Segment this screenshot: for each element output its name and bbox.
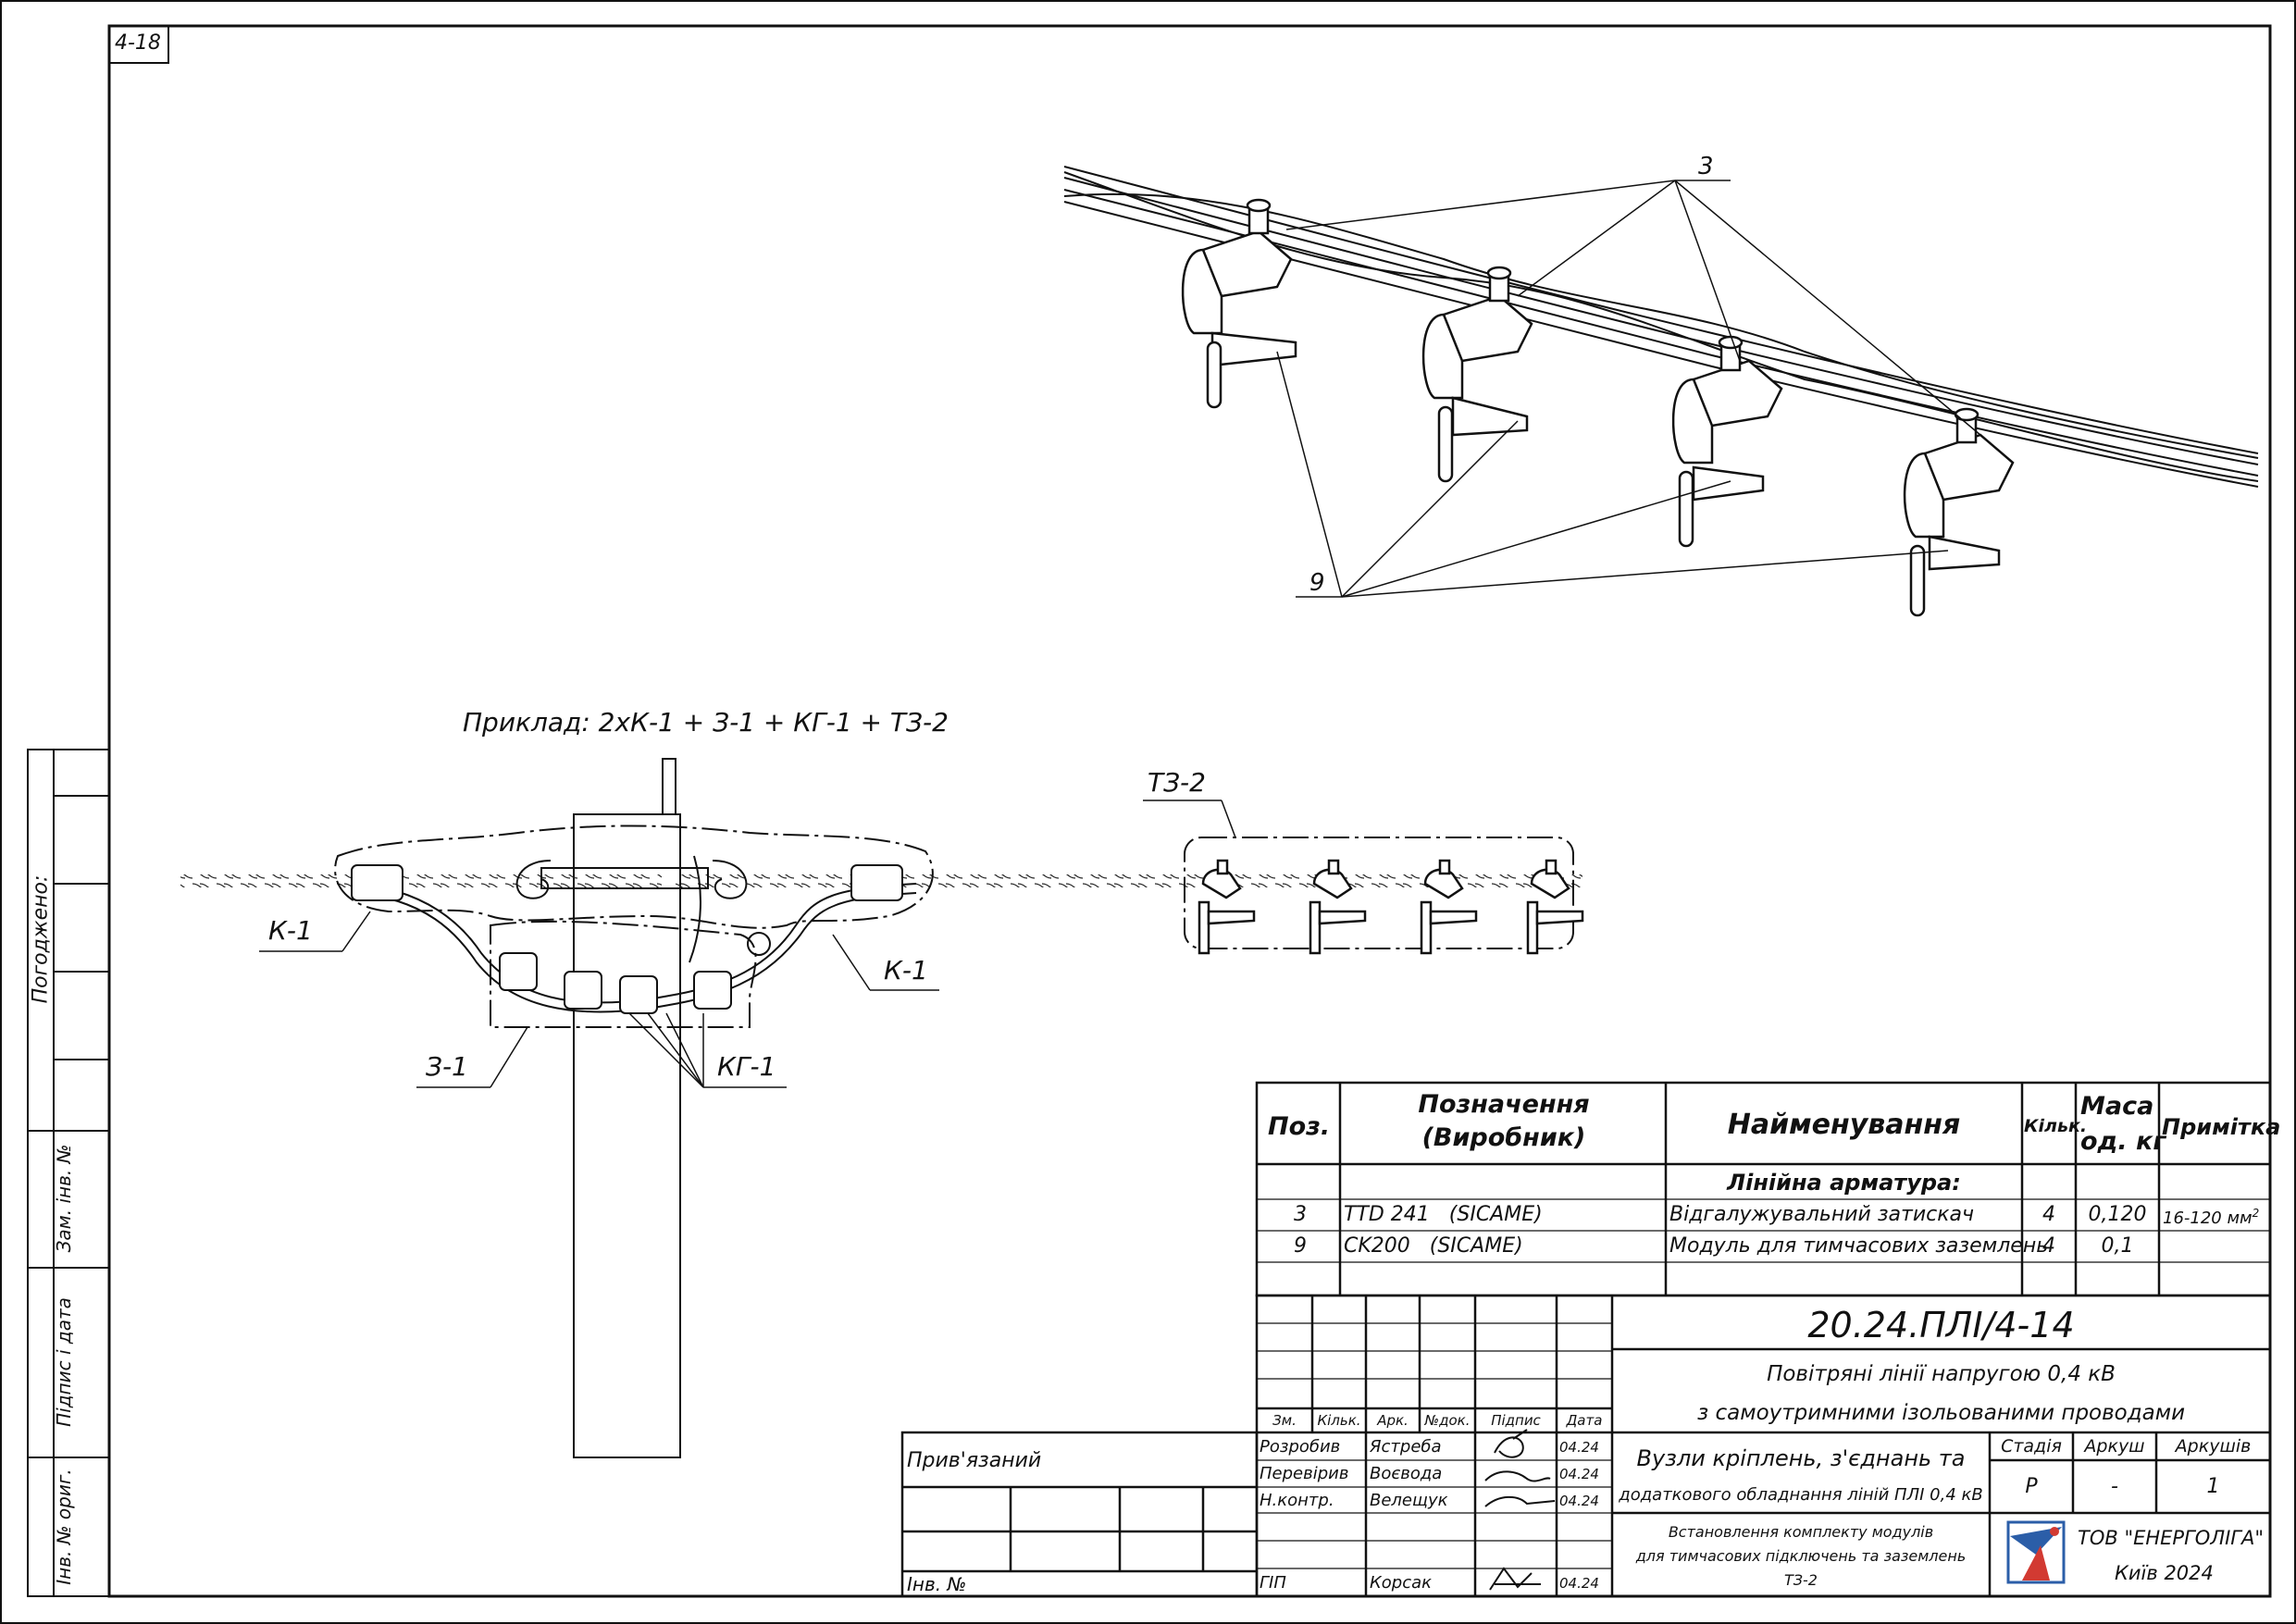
date-2: 04.24: [1559, 1466, 1599, 1482]
sheets-label: Аркушів: [2175, 1436, 2252, 1457]
sheet-label: Аркуш: [2084, 1436, 2145, 1457]
inv-label: Інв. №: [907, 1573, 967, 1595]
date-4: 04.24: [1559, 1575, 1599, 1592]
col-ndoc: №док.: [1424, 1412, 1471, 1429]
hdr-designation-1: Позначення: [1418, 1090, 1590, 1119]
dash-outlines-bottom: [334, 824, 1574, 1028]
role-3: Н.контр.: [1260, 1491, 1334, 1510]
support-pole: [573, 758, 681, 1458]
row1-qty: 4: [2042, 1203, 2055, 1226]
replaced-inv-label: Зам. інв. №: [53, 1144, 75, 1253]
col-zm: Зм.: [1272, 1412, 1297, 1429]
role-2: Перевірив: [1260, 1464, 1349, 1483]
row1-mass: 0,120: [2088, 1203, 2147, 1226]
signature-date-label: Підпис і дата: [53, 1297, 75, 1427]
hooks-bottom: [515, 860, 748, 899]
row1-designation: TTD 241 (SICAME): [1344, 1203, 1543, 1226]
row2-mass: 0,1: [2101, 1234, 2134, 1258]
date-1: 04.24: [1559, 1439, 1599, 1456]
leaders-bottom: [259, 800, 1236, 1088]
title-block-grid: [900, 1294, 2272, 1598]
spec-table-grid: [1255, 1081, 2272, 1297]
row2-qty: 4: [2042, 1234, 2055, 1258]
orig-inv-label: Інв. № ориг.: [53, 1469, 75, 1585]
label-kg1: КГ-1: [717, 1051, 776, 1082]
bound-label: Прив'язаний: [907, 1449, 1042, 1472]
clamp-module-4: [1903, 407, 2015, 617]
col-kilk: Кільк.: [1317, 1412, 1361, 1429]
stage-value: Р: [2025, 1475, 2038, 1498]
left-strip: [27, 749, 110, 1597]
date-3: 04.24: [1559, 1493, 1599, 1509]
role-1: Розробив: [1260, 1437, 1341, 1457]
clamp-module-2: [1421, 266, 1533, 483]
clamp-module-1: [1181, 198, 1297, 409]
title-line-1: Повітряні лінії напругою 0,4 кВ: [1767, 1362, 2116, 1386]
leaders-top: [1276, 180, 1981, 598]
row2-name: Модуль для тимчасових заземлень: [1669, 1234, 2049, 1258]
sheet-name-2: для тимчасових підключень та заземлень: [1635, 1547, 1967, 1565]
inner-frame: [107, 24, 2272, 1598]
label-3: 3: [1698, 153, 1714, 180]
hdr-designation-2: (Виробник): [1421, 1123, 1586, 1152]
row1-note-sup: 2: [2252, 1207, 2260, 1220]
name-4: Корсак: [1370, 1573, 1433, 1593]
name-1: Ястреба: [1370, 1437, 1442, 1457]
stage-label: Стадія: [2001, 1436, 2062, 1457]
tz2-modules: [1198, 859, 1584, 955]
section-line-1: Вузли кріплень, з'єднань та: [1636, 1445, 1966, 1471]
section-line-2: додаткового обладнання ліній ПЛІ 0,4 кВ: [1619, 1485, 1983, 1505]
sheet-name-1: Встановлення комплекту модулів: [1668, 1523, 1934, 1541]
hdr-pos: Поз.: [1268, 1112, 1331, 1141]
name-2: Воєвода: [1370, 1464, 1443, 1483]
col-ark: Арк.: [1377, 1412, 1409, 1429]
row2-designation: CK200 (SICAME): [1344, 1234, 1523, 1258]
spec-table-rows: [1257, 1198, 2270, 1263]
hdr-mass-2: од. кг: [2080, 1127, 2166, 1156]
sheet-code-box: [108, 25, 169, 64]
col-pidpys: Підпис: [1491, 1412, 1541, 1429]
col-data: Дата: [1566, 1412, 1603, 1429]
label-k1-left: К-1: [268, 915, 313, 946]
title-block-thin: [1257, 1322, 1612, 1569]
sheet-value: -: [2111, 1475, 2118, 1498]
city-year: Київ 2024: [2115, 1562, 2214, 1584]
top-cable-view: [1063, 166, 2259, 488]
label-z1: З-1: [426, 1051, 468, 1082]
row1-name: Відгалужувальний затискач: [1669, 1203, 1974, 1226]
label-tz2: ТЗ-2: [1148, 767, 1206, 798]
role-4: ГІП: [1260, 1573, 1286, 1593]
hdr-note: Примітка: [2162, 1114, 2281, 1140]
label-k1-right: К-1: [884, 955, 928, 986]
sheet-code: 4-18: [115, 31, 161, 55]
title-line-2: з самоутримними ізольованими проводами: [1696, 1401, 2186, 1425]
hdr-qty: Кільк.: [2024, 1116, 2088, 1136]
doc-code: 20.24.ПЛІ/4-14: [1807, 1305, 2075, 1345]
row1-note-text: 16-120 мм: [2163, 1209, 2253, 1228]
label-9: 9: [1309, 569, 1325, 597]
section-linear-fittings: Лінійна арматура:: [1727, 1170, 1961, 1196]
clamp-module-3: [1671, 335, 1783, 548]
sheets-value: 1: [2206, 1475, 2220, 1498]
agreed-label: Погоджено:: [29, 874, 53, 1004]
company-logo: [2006, 1520, 2066, 1584]
sheet-name-3: ТЗ-2: [1784, 1571, 1818, 1589]
example-label: Приклад: 2хК-1 + З-1 + КГ-1 + ТЗ-2: [463, 707, 949, 738]
hdr-name: Найменування: [1727, 1109, 1961, 1141]
hdr-mass-1: Маса: [2080, 1092, 2154, 1121]
row1-pos: 3: [1294, 1203, 1307, 1226]
name-3: Велещук: [1370, 1491, 1448, 1510]
signatures: [1484, 1429, 1556, 1591]
clamps-bottom: [351, 864, 903, 1014]
company-name: ТОВ "ЕНЕРГОЛІГА": [2078, 1527, 2265, 1549]
row2-pos: 9: [1294, 1234, 1307, 1258]
row1-note: 16-120 мм2: [2163, 1207, 2259, 1228]
